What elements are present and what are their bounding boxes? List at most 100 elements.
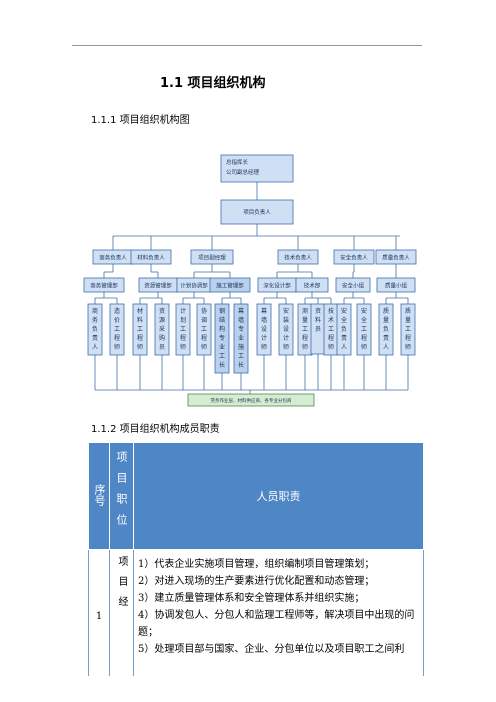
level5-label: 员 <box>315 326 321 333</box>
level5-label: 师 <box>302 343 308 351</box>
level5-label: 师 <box>283 343 289 351</box>
level3-label: 技术负责人 <box>284 254 312 262</box>
level5-label: 务 <box>92 316 98 324</box>
level4-label: 深化设计部 <box>263 282 291 290</box>
level5-label: 划 <box>180 316 186 324</box>
pm-box-label: 项目负责人 <box>243 208 271 216</box>
level5-label: 计 <box>283 334 289 342</box>
duty-line: 5）处理项目部与国家、企业、分包单位以及项目职工之间利 <box>138 644 405 655</box>
level5-label: 业 <box>219 343 225 351</box>
level5-label: 质 <box>405 307 411 315</box>
level5-label: 程 <box>137 334 143 342</box>
level5-label: 计 <box>261 334 267 342</box>
level5-label: 程 <box>328 334 334 342</box>
row-no: 1 <box>88 549 110 676</box>
level5-label: 负 <box>92 325 98 333</box>
level5-label: 责 <box>92 334 98 342</box>
level5-label: 资 <box>315 307 321 315</box>
section-heading: 1.1 项目组织机构 <box>160 76 266 91</box>
top-box-line: 公司副总经理 <box>226 168 260 176</box>
level5-label: 师 <box>328 343 334 351</box>
level4-label: 计划协调部 <box>180 282 208 290</box>
level5-label: 工 <box>219 353 225 360</box>
level5-label: 工 <box>114 326 120 333</box>
header-position: 项目职位 <box>109 442 134 550</box>
level5-label: 测 <box>302 307 308 315</box>
level5-label: 商 <box>92 307 98 315</box>
level5-label: 工 <box>405 326 411 333</box>
level5-label: 师 <box>137 343 143 351</box>
level5-label: 技 <box>328 307 334 315</box>
duty-table-wrap: 序号 项目职位 人员职责 1 项目经 1）代表企业实施项目管理，组织编制项目管理… <box>88 442 424 676</box>
level5-label: 量 <box>302 317 308 324</box>
level5-label: 量 <box>405 317 411 324</box>
level4-label: 安全小组 <box>342 282 365 290</box>
level5-label: 安 <box>361 307 367 315</box>
level5-label: 幕 <box>238 307 244 315</box>
level5-label: 结 <box>219 316 225 324</box>
level5-label: 料 <box>315 316 321 324</box>
header-duty: 人员职责 <box>133 442 424 550</box>
level5-label: 安 <box>341 307 347 315</box>
level5-label: 设 <box>283 325 289 333</box>
level5-label: 师 <box>180 343 186 351</box>
level5-label: 人 <box>341 344 347 351</box>
level5-label: 墙 <box>261 316 267 324</box>
level5-label: 料 <box>137 316 143 324</box>
level5-label: 业 <box>238 334 244 342</box>
bottom-box <box>187 393 315 407</box>
level5-label: 程 <box>114 334 120 342</box>
level5-label: 全 <box>341 316 347 324</box>
level5-label: 造 <box>114 307 120 315</box>
level5-label: 师 <box>261 343 267 351</box>
header-rule <box>72 45 422 46</box>
level3-label: 材料负责人 <box>137 254 165 262</box>
row-position-text: 项目经 <box>116 556 127 616</box>
level5-label: 装 <box>283 316 289 324</box>
level5-label: 资 <box>159 307 165 315</box>
level5-label: 专 <box>219 334 225 342</box>
level5-label: 工 <box>201 326 207 333</box>
level5-label: 工 <box>302 326 308 333</box>
subsection-heading-duties: 1.1.2 项目组织机构成员职责 <box>91 424 220 435</box>
level5-label: 全 <box>361 316 367 324</box>
level5-label: 程 <box>405 334 411 342</box>
level5-label: 责 <box>341 334 347 342</box>
subsection-heading-org-chart: 1.1.1 项目组织机构图 <box>91 115 190 126</box>
level3-label: 安全负责人 <box>340 254 368 262</box>
level5-label: 师 <box>201 343 207 351</box>
level5-label: 调 <box>201 316 207 324</box>
level3-label: 项目副经理 <box>198 254 226 262</box>
level5-label: 长 <box>219 361 225 369</box>
level4-label: 施工管理部 <box>216 282 244 290</box>
header-position-text: 项目职位 <box>115 450 128 535</box>
level5-label: 程 <box>302 334 308 342</box>
level5-label: 质 <box>383 307 389 315</box>
level5-label: 员 <box>159 344 165 351</box>
level5-label: 构 <box>219 325 225 333</box>
level3-label: 质量负责人 <box>382 254 410 262</box>
table-row: 1 项目经 1）代表企业实施项目管理，组织编制项目管理策划； 2）对进入现场的生… <box>88 549 424 676</box>
level4-label: 技术部 <box>304 282 321 290</box>
table-header-row: 序号 项目职位 人员职责 <box>88 442 424 550</box>
level5-label: 负 <box>341 325 347 333</box>
bottom-box-label: 劳务作业层、材料供应商、各专业分包商 <box>211 397 292 404</box>
level5-label: 工 <box>180 326 186 333</box>
level5-label: 价 <box>114 317 120 324</box>
level5-label: 钢 <box>219 307 225 315</box>
level4-label: 质量小组 <box>385 282 408 290</box>
duty-line: 4）协调发包人、分包人和监理工程师等，解决项目中出现的问题； <box>138 610 415 638</box>
level5-label: 购 <box>159 334 165 342</box>
level5-label: 程 <box>361 334 367 342</box>
level5-label: 人 <box>92 344 98 351</box>
level5-label: 人 <box>383 344 389 351</box>
duty-line: 3）建立质量管理体系和安全管理体系并组织实施； <box>138 593 365 604</box>
level5-label: 长 <box>238 361 244 369</box>
level5-label: 工 <box>361 326 367 333</box>
row-position: 项目经 <box>109 549 134 676</box>
level4-label: 资源管理部 <box>144 282 172 290</box>
level5-label: 师 <box>405 343 411 351</box>
level5-label: 师 <box>114 343 120 351</box>
level5-label: 责 <box>383 334 389 342</box>
